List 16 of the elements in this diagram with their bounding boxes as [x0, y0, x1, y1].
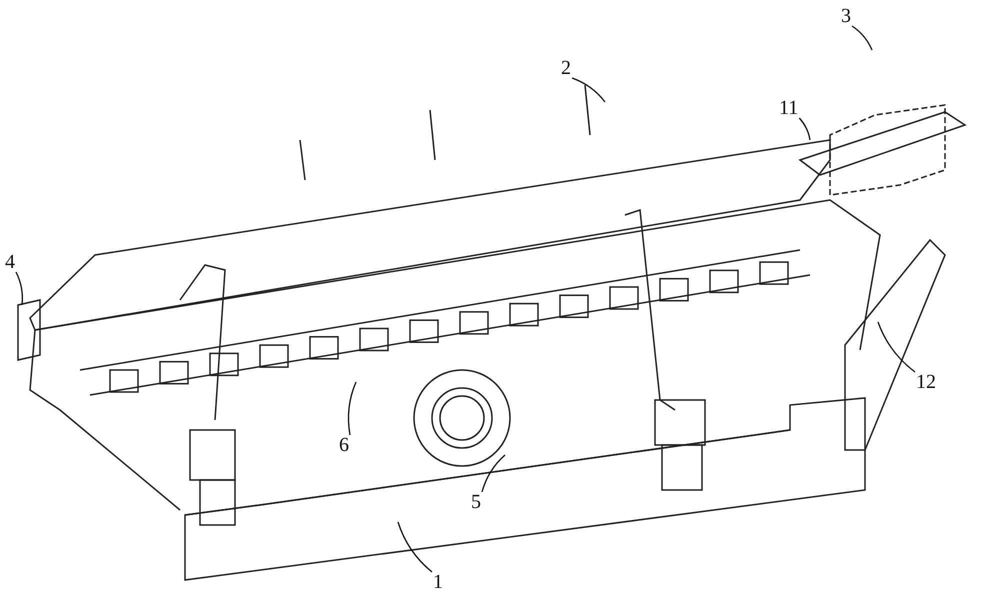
- leader-line: [481, 454, 506, 492]
- callout-number: 6: [338, 435, 350, 455]
- leader-line: [798, 118, 811, 140]
- leader-line: [852, 25, 873, 50]
- callout-number: 12: [915, 372, 937, 392]
- callout-number: 1: [432, 572, 444, 592]
- leader-line: [15, 272, 24, 306]
- callout-number: 4: [4, 252, 16, 272]
- callout-number: 5: [470, 492, 482, 512]
- callout-number: 11: [778, 98, 800, 118]
- leader-line: [397, 522, 432, 572]
- callout-number: 2: [560, 58, 572, 78]
- leader-line: [348, 382, 357, 436]
- callout-number: 3: [840, 6, 852, 26]
- leader-line: [877, 322, 916, 373]
- leader-line: [572, 77, 606, 102]
